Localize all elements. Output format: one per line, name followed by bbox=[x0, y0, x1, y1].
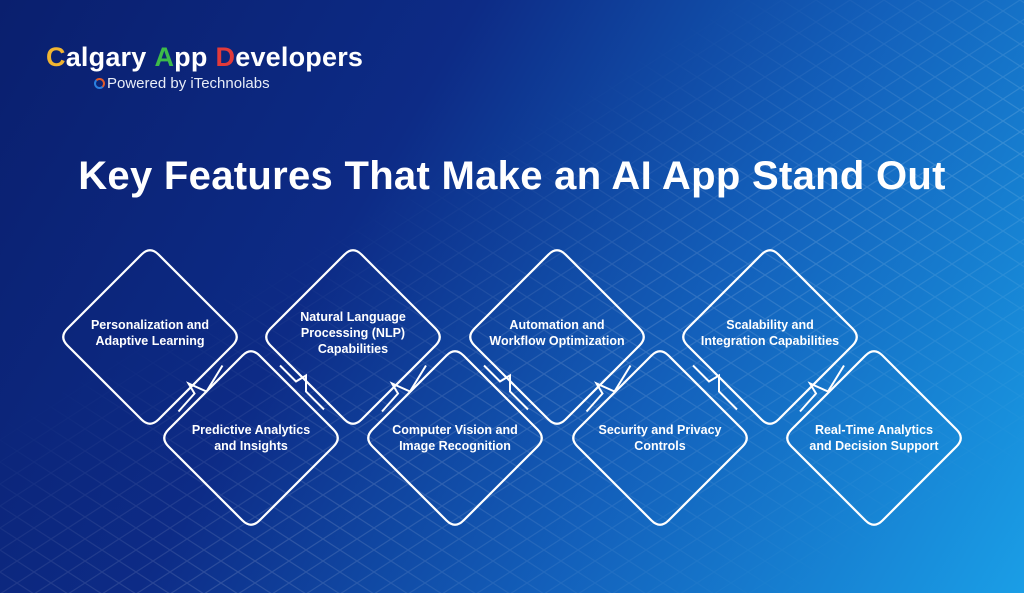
feature-label-line: Adaptive Learning bbox=[95, 334, 205, 348]
feature-label-line: Automation and bbox=[509, 318, 605, 332]
feature-label-line: Scalability and bbox=[726, 318, 814, 332]
brand-initial-c: C bbox=[46, 42, 66, 72]
feature-label-line: Personalization and bbox=[90, 318, 210, 332]
feature-label-line: Image Recognition bbox=[399, 439, 511, 453]
feature-label-line: Natural Language bbox=[300, 310, 406, 324]
zigzag-connector bbox=[279, 364, 325, 411]
feature-diamond-outline bbox=[163, 350, 339, 526]
feature-diamond-outline bbox=[682, 249, 858, 425]
brand-initial-a: A bbox=[154, 42, 175, 72]
feature-label-line: Integration Capabilities bbox=[700, 334, 840, 348]
ring-logo-icon bbox=[94, 78, 105, 89]
feature-diamond-outline bbox=[786, 350, 962, 526]
feature-label-line: Workflow Optimization bbox=[489, 334, 625, 348]
feature-diamond-outline bbox=[469, 249, 645, 425]
feature-label-line: Computer Vision and bbox=[392, 423, 518, 437]
brand-word-3: evelopers bbox=[235, 42, 364, 72]
feature-label-line: Predictive Analytics bbox=[191, 423, 311, 437]
brand-initial-d: D bbox=[215, 42, 236, 72]
feature-label-line: Processing (NLP) bbox=[300, 326, 406, 340]
zigzag-connector bbox=[177, 364, 224, 413]
feature-label: Predictive Analytics and Insights bbox=[166, 422, 336, 454]
zigzag-connector bbox=[381, 364, 427, 413]
feature-label-line: Security and Privacy bbox=[598, 423, 722, 437]
feature-diamond-outline bbox=[572, 350, 748, 526]
feature-label-line: and Decision Support bbox=[809, 439, 939, 453]
feature-label-line: Controls bbox=[634, 439, 686, 453]
brand-word-1: algary bbox=[65, 42, 147, 72]
zigzag-connector bbox=[799, 364, 845, 413]
feature-label-line: Capabilities bbox=[317, 342, 389, 356]
feature-label: Real-Time Analytics and Decision Support bbox=[789, 422, 959, 454]
brand-tagline: Powered by iTechnolabs bbox=[94, 75, 363, 92]
zigzag-connector bbox=[483, 364, 529, 411]
zigzag-connector bbox=[585, 364, 632, 413]
page-title: Key Features That Make an AI App Stand O… bbox=[78, 154, 946, 198]
feature-label-line: Real-Time Analytics bbox=[814, 423, 934, 437]
feature-diamond-outline bbox=[62, 249, 238, 425]
brand-tagline-text: Powered by iTechnolabs bbox=[107, 75, 270, 92]
feature-label-line: and Insights bbox=[214, 439, 288, 453]
feature-diamond-outline bbox=[367, 350, 543, 526]
brand-word-2: pp bbox=[174, 42, 208, 72]
feature-diamond-outline bbox=[265, 249, 441, 425]
